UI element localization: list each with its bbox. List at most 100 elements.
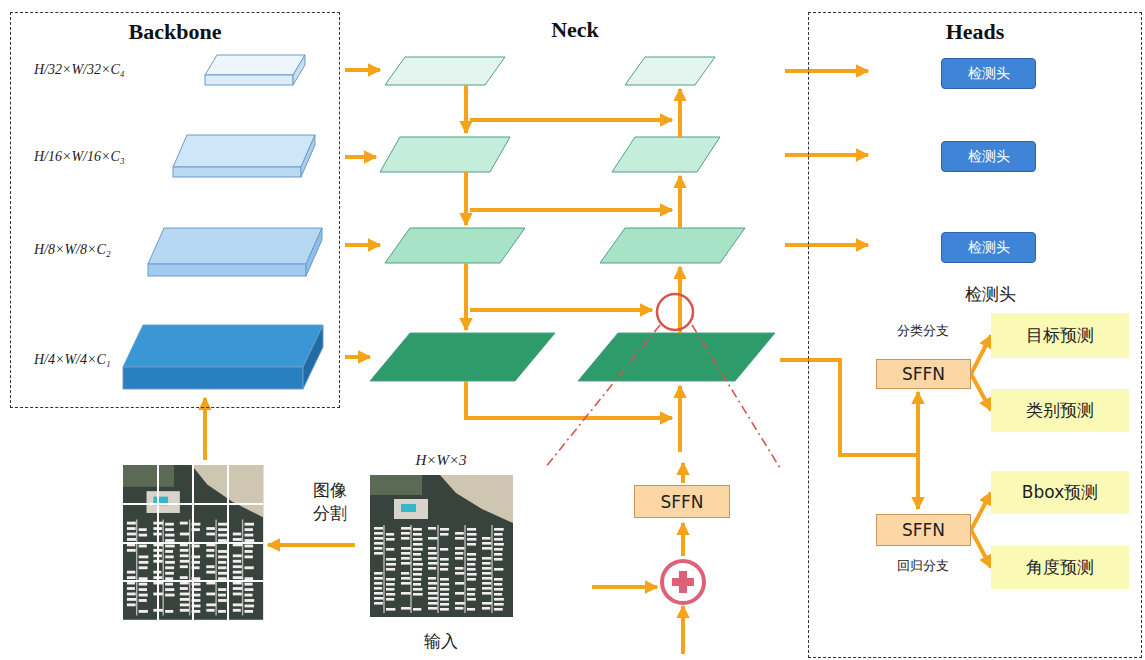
step-label: 图像 分割 <box>312 479 348 525</box>
boat <box>428 577 436 580</box>
boat <box>180 582 189 585</box>
boat <box>482 607 490 610</box>
boat <box>413 533 422 536</box>
boat <box>467 588 476 591</box>
boat <box>180 587 188 590</box>
boat <box>127 598 136 601</box>
slab-front <box>123 367 303 389</box>
flow-arrow <box>916 455 920 509</box>
boat <box>245 594 253 597</box>
boat <box>440 588 449 591</box>
pier <box>464 525 465 613</box>
boat <box>440 568 448 571</box>
flow-arrow <box>785 153 868 157</box>
branch-label: 分类分支 <box>897 322 949 340</box>
boat <box>455 607 463 610</box>
boat <box>218 539 227 542</box>
slab-top <box>123 325 323 367</box>
land <box>370 475 422 495</box>
boat <box>206 603 216 606</box>
boat <box>386 538 395 541</box>
boat <box>413 588 422 591</box>
boat <box>413 543 423 546</box>
boat <box>482 567 491 570</box>
boat <box>494 578 503 581</box>
slab-front <box>205 75 293 85</box>
flow-arrow <box>678 267 682 333</box>
boat <box>180 549 189 552</box>
pier <box>242 520 243 616</box>
box-label: SFFN <box>660 492 703 512</box>
dimension-label: H/32×W/32×C₄ <box>34 62 125 78</box>
boat <box>206 554 214 557</box>
boat <box>440 563 449 566</box>
boat <box>494 548 503 551</box>
boat <box>386 593 395 596</box>
split-grid <box>123 465 263 620</box>
flow-arrow <box>470 208 672 212</box>
boat <box>218 534 227 537</box>
boat <box>374 537 383 540</box>
prediction-box: 类别预测 <box>991 389 1129 432</box>
dimension-label: H/8×W/8×C₂ <box>34 242 111 258</box>
add-symbol <box>662 561 704 603</box>
boat <box>165 534 174 537</box>
boat <box>218 561 226 564</box>
boat <box>245 566 254 569</box>
boat <box>165 539 174 542</box>
boat <box>127 582 135 585</box>
flow-arrow <box>345 155 376 159</box>
boat <box>165 610 173 613</box>
boat <box>233 582 242 585</box>
boat <box>455 567 463 570</box>
slab-side <box>306 228 322 276</box>
boat <box>180 533 189 536</box>
boat <box>165 545 175 548</box>
boat <box>440 593 449 596</box>
boat <box>401 527 411 530</box>
dashed-region: Heads检测头检测头检测头SFFN目标预测类别预测SFFNBbox预测角度预测 <box>808 12 1142 658</box>
boat <box>165 528 174 531</box>
boat <box>494 608 503 611</box>
boat <box>165 588 174 591</box>
boat <box>467 593 475 596</box>
boat <box>494 568 503 571</box>
region-title: Backbone <box>11 19 339 45</box>
boat <box>374 577 383 580</box>
flow-arrow <box>464 263 468 330</box>
boat <box>413 553 421 556</box>
boat <box>494 533 503 536</box>
boat <box>428 527 436 530</box>
boat <box>206 549 214 552</box>
boat <box>139 610 148 613</box>
feature-map <box>625 57 715 85</box>
boat <box>428 557 437 560</box>
slab-side <box>293 55 305 85</box>
slab-side <box>301 135 315 177</box>
boat <box>494 538 503 541</box>
boat <box>139 561 149 564</box>
land <box>123 465 174 487</box>
boat <box>467 578 476 581</box>
boat <box>233 571 242 574</box>
boat <box>206 593 215 596</box>
boat <box>374 552 383 555</box>
boat <box>401 537 410 540</box>
boat <box>428 602 438 605</box>
region-title: Heads <box>809 19 1141 45</box>
boat <box>401 547 411 550</box>
box-label: SFFN <box>902 520 945 540</box>
dimension-label: H/4×W/4×C₁ <box>34 352 111 368</box>
sffn-box: SFFN <box>876 359 971 389</box>
boat <box>401 557 410 560</box>
boat <box>180 609 189 612</box>
boat <box>139 583 148 586</box>
boat <box>482 547 492 550</box>
boat <box>386 563 396 566</box>
feature-map <box>370 333 555 381</box>
flow-arrow <box>464 85 468 133</box>
flow-arrow <box>681 523 685 556</box>
boat <box>401 577 410 580</box>
boat <box>180 593 190 596</box>
boat <box>218 523 227 526</box>
